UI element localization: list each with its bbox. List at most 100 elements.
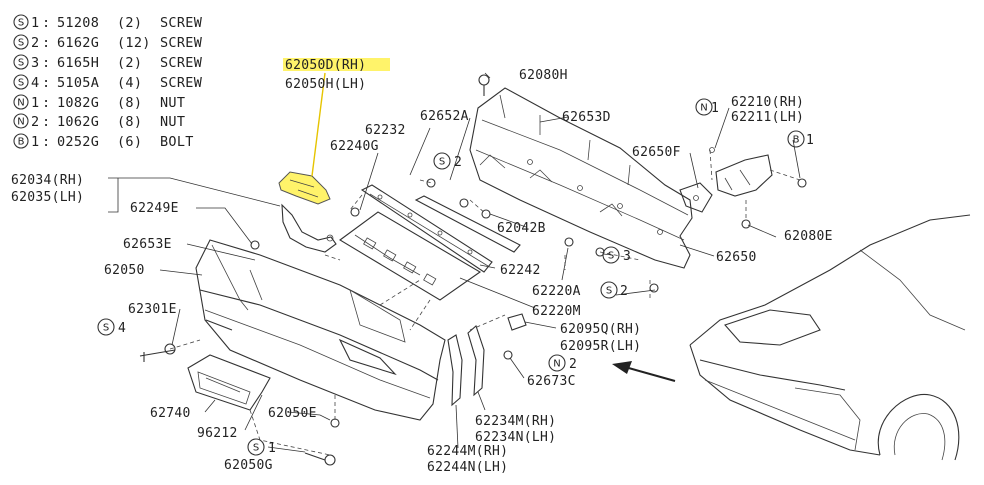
- legend-symbol: S: [18, 78, 24, 89]
- tag-index: 4: [118, 321, 126, 336]
- legend-index: 1: [31, 134, 39, 150]
- bracket-62034: [281, 203, 337, 253]
- legend-index: 3: [31, 55, 39, 71]
- label-62301e: 62301E: [128, 302, 177, 317]
- legend-index: 1: [31, 95, 39, 111]
- symbol-tag: S 3: [602, 246, 631, 264]
- legend-symbol: S: [18, 58, 24, 69]
- legend-description: NUT: [160, 95, 185, 111]
- retainer-62042b: [414, 195, 521, 253]
- legend-colon: :: [42, 15, 50, 31]
- legend-quantity: (2): [117, 55, 142, 71]
- tag-symbol: S: [103, 323, 109, 334]
- leader-lines: [108, 72, 801, 453]
- label-62042b: 62042B: [497, 221, 546, 236]
- legend-part-number: 1082G: [57, 95, 99, 111]
- legend-index: 4: [31, 75, 39, 91]
- tag-symbol: N: [700, 103, 707, 114]
- legend-part-number: 0252G: [57, 134, 99, 150]
- tag-symbol: B: [793, 135, 800, 146]
- legend-quantity: (2): [117, 15, 142, 31]
- tag-symbol: S: [606, 286, 612, 297]
- clip-62095q: [507, 313, 527, 331]
- label-62650f: 62650F: [632, 145, 681, 160]
- label-62249e: 62249E: [130, 201, 179, 216]
- legend-index: 1: [31, 15, 39, 31]
- label-62050e: 62050E: [268, 406, 317, 421]
- tag-symbol: N: [553, 359, 560, 370]
- symbol-tag: N 2: [548, 354, 577, 372]
- legend-part-number: 6165H: [57, 55, 99, 71]
- label-62211: 62211(LH): [731, 110, 804, 125]
- tag-index: 1: [711, 101, 719, 116]
- label-62740: 62740: [150, 406, 191, 421]
- fasteners: [139, 74, 807, 466]
- legend-colon: :: [42, 35, 50, 51]
- legend-row: B 1 : 0252G (6) BOLT: [13, 133, 194, 150]
- label-62220a: 62220A: [532, 284, 581, 299]
- label-62220m: 62220M: [532, 304, 581, 319]
- label-62244n: 62244N(LH): [427, 460, 508, 475]
- symbol-tag: B 1: [787, 130, 814, 148]
- legend-colon: :: [42, 75, 50, 91]
- symbol-tag: S 2: [433, 152, 462, 170]
- tag-index: 1: [268, 441, 276, 456]
- legend-symbol: N: [17, 98, 24, 109]
- label-62050d: 62050D(RH): [285, 58, 366, 73]
- legend-description: SCREW: [160, 35, 203, 51]
- legend-symbol: S: [18, 18, 24, 29]
- label-62080h: 62080H: [519, 68, 568, 83]
- legend-row: N 2 : 1062G (8) NUT: [13, 113, 185, 130]
- legend-quantity: (6): [117, 134, 142, 150]
- legend-description: SCREW: [160, 15, 203, 31]
- car-silhouette: [689, 214, 971, 461]
- label-62050: 62050: [104, 263, 145, 278]
- legend-quantity: (8): [117, 95, 142, 111]
- legend-index: 2: [31, 114, 39, 130]
- legend-index: 2: [31, 35, 39, 51]
- legend-colon: :: [42, 114, 50, 130]
- legend-description: BOLT: [160, 134, 194, 150]
- legend-colon: :: [42, 55, 50, 71]
- direction-arrow: [612, 361, 676, 382]
- side-bracket-62650f: [679, 182, 713, 213]
- legend-description: SCREW: [160, 55, 203, 71]
- label-62652a: 62652A: [420, 109, 469, 124]
- bracket-62234: [467, 325, 485, 397]
- fastener-legend: S 1 : 51208 (2) SCREW S 2 : 6162G (12) S…: [13, 14, 203, 150]
- label-62035: 62035(LH): [11, 190, 84, 205]
- label-62050h: 62050H(LH): [285, 77, 366, 92]
- bumper-fascia-62050: [195, 239, 446, 421]
- tag-symbol: S: [439, 157, 445, 168]
- legend-quantity: (4): [117, 75, 142, 91]
- legend-part-number: 6162G: [57, 35, 99, 51]
- legend-quantity: (12): [117, 35, 151, 51]
- absorber-62240g: [339, 211, 482, 301]
- tag-index: 2: [620, 284, 628, 299]
- label-62650: 62650: [716, 250, 757, 265]
- legend-part-number: 51208: [57, 15, 99, 31]
- tag-index: 3: [623, 249, 631, 264]
- symbol-tag: S 4: [97, 318, 126, 336]
- legend-part-number: 5105A: [57, 75, 99, 91]
- legend-colon: :: [42, 134, 50, 150]
- bracket-62050d: [278, 171, 331, 205]
- symbol-tag: N 1: [695, 98, 719, 116]
- legend-row: S 3 : 6165H (2) SCREW: [13, 54, 203, 71]
- tag-index: 2: [569, 357, 577, 372]
- legend-row: S 4 : 5105A (4) SCREW: [13, 74, 202, 91]
- label-62244m: 62244M(RH): [427, 444, 508, 459]
- bracket-62244: [447, 334, 463, 407]
- label-96212: 96212: [197, 426, 238, 441]
- symbol-tags: N 1 B 1 S 2 S 3 S 2 S 4 N: [97, 98, 814, 456]
- label-62653e: 62653E: [123, 237, 172, 252]
- label-62240g: 62240G: [330, 139, 379, 154]
- label-62242: 62242: [500, 263, 541, 278]
- retainer-62232: [360, 184, 493, 273]
- label-62234m: 62234M(RH): [475, 414, 556, 429]
- label-62673c: 62673C: [527, 374, 576, 389]
- callout-labels: 62050D(RH) 62050H(LH) 62080H 62653D 6223…: [11, 58, 832, 475]
- label-62095r: 62095R(LH): [560, 339, 641, 354]
- tag-symbol: S: [253, 443, 259, 454]
